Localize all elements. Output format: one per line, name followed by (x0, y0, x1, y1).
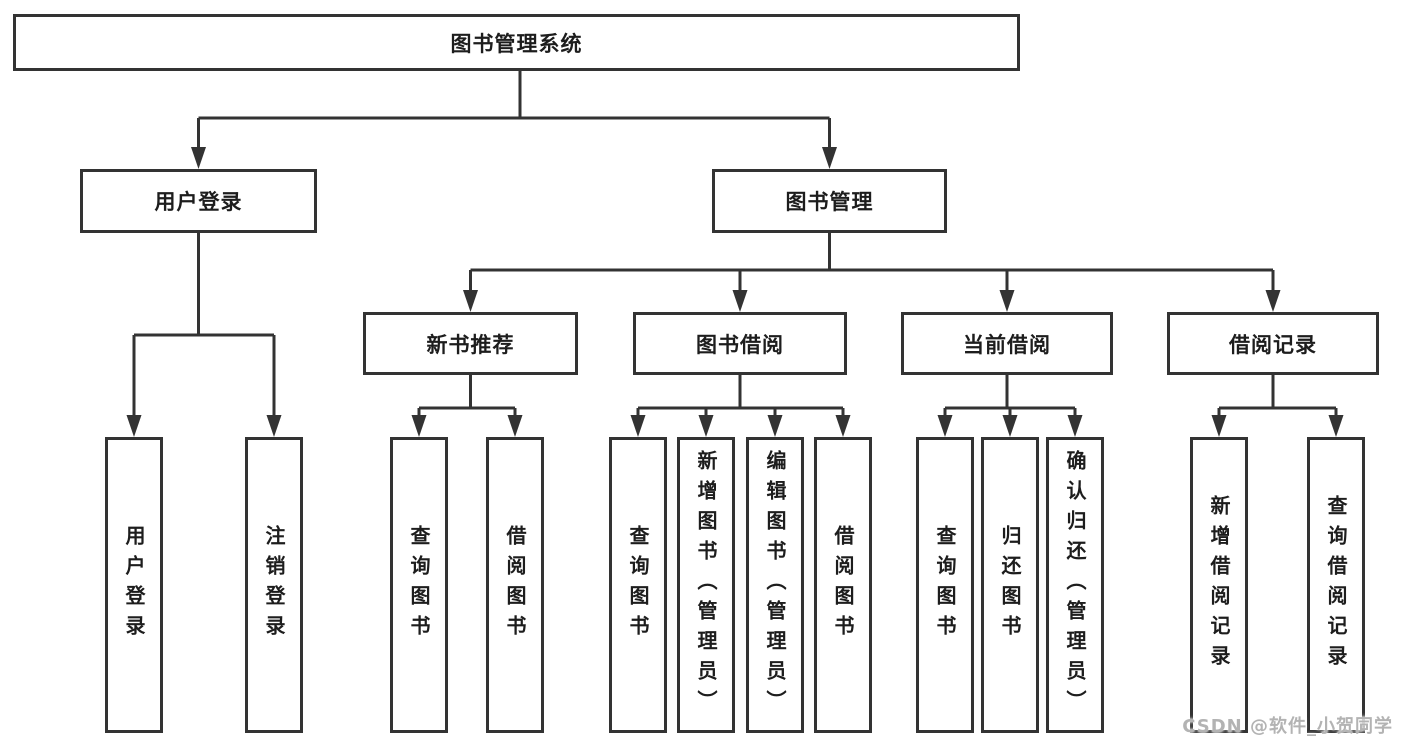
leaf-confirm-return-admin: 确认归还（管理员） (1046, 437, 1104, 733)
leaf-label: 查询图书 (407, 525, 431, 645)
node-book-management: 图书管理 (712, 169, 947, 233)
leaf-label: 归还图书 (998, 525, 1022, 645)
leaf-add-borrow-record: 新增借阅记录 (1190, 437, 1248, 733)
leaf-label: 借阅图书 (503, 525, 527, 645)
leaf-query-books-recommend: 查询图书 (390, 437, 448, 733)
node-label: 图书管理系统 (450, 31, 583, 56)
leaf-query-borrow-record: 查询借阅记录 (1307, 437, 1365, 733)
leaf-label: 新增借阅记录 (1207, 495, 1231, 675)
node-current-borrowing: 当前借阅 (901, 312, 1113, 375)
leaf-label: 编辑图书（管理员） (763, 450, 787, 720)
node-label: 图书借阅 (696, 332, 784, 357)
node-label: 用户登录 (154, 190, 243, 214)
leaf-label: 用户登录 (122, 525, 146, 645)
leaf-logout: 注销登录 (245, 437, 303, 733)
node-new-book-recommend: 新书推荐 (363, 312, 578, 375)
leaf-borrow-books-borrowing: 借阅图书 (814, 437, 872, 733)
leaf-query-books-borrowing: 查询图书 (609, 437, 667, 733)
node-label: 图书管理 (785, 190, 874, 214)
leaf-query-books-current: 查询图书 (916, 437, 974, 733)
leaf-edit-book-admin: 编辑图书（管理员） (746, 437, 804, 733)
leaf-label: 查询图书 (626, 525, 650, 645)
node-system-root: 图书管理系统 (13, 14, 1020, 71)
leaf-borrow-books-recommend: 借阅图书 (486, 437, 544, 733)
leaf-label: 查询图书 (933, 525, 957, 645)
leaf-add-book-admin: 新增图书（管理员） (677, 437, 735, 733)
leaf-label: 查询借阅记录 (1324, 495, 1348, 675)
leaf-label: 注销登录 (262, 525, 286, 645)
leaf-label: 新增图书（管理员） (694, 450, 718, 720)
node-borrowing-records: 借阅记录 (1167, 312, 1379, 375)
node-user-login: 用户登录 (80, 169, 317, 233)
leaf-label: 借阅图书 (831, 525, 855, 645)
node-label: 借阅记录 (1229, 332, 1317, 357)
node-label: 当前借阅 (963, 332, 1051, 357)
csdn-watermark: CSDN @软件_小贺同学 (1182, 716, 1393, 737)
leaf-return-book: 归还图书 (981, 437, 1039, 733)
node-label: 新书推荐 (426, 332, 515, 357)
leaf-label: 确认归还（管理员） (1063, 450, 1087, 720)
node-book-borrowing: 图书借阅 (633, 312, 847, 375)
arrowhead-icons (126, 147, 1344, 437)
leaf-user-login: 用户登录 (105, 437, 163, 733)
